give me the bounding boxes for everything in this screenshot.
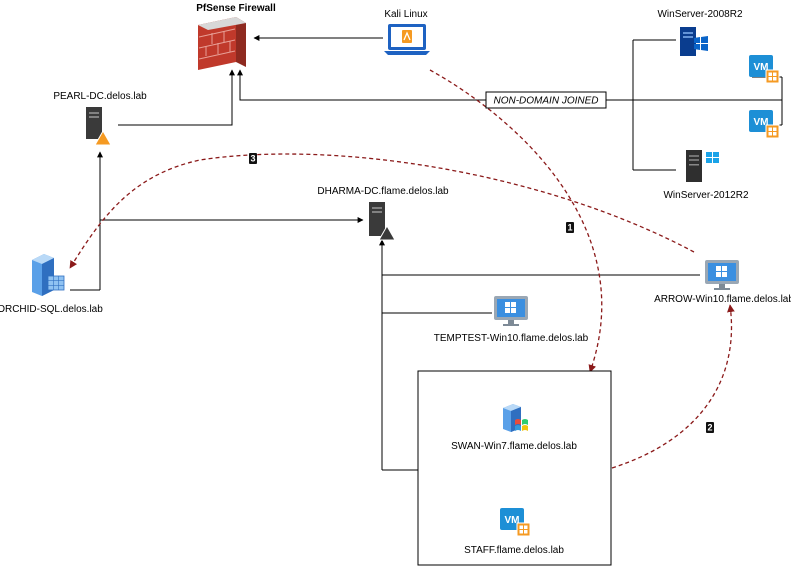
svg-text:3: 3: [250, 154, 255, 164]
windows-server-icon: [680, 27, 708, 56]
attack-path-2: [611, 304, 735, 469]
pearl-dc-label: PEARL-DC.delos.lab: [53, 91, 147, 102]
windows-monitor-icon: [494, 296, 528, 326]
swan-label: SWAN-Win7.flame.delos.lab: [451, 441, 577, 452]
win2012-node: WinServer-2012R2: [663, 150, 749, 201]
step-badge-2: 2: [706, 422, 714, 433]
svg-text:1: 1: [567, 223, 572, 233]
kali-node: Kali Linux: [384, 9, 430, 55]
firewall-label: PfSense Firewall: [196, 3, 276, 14]
domain-controller-icon: [369, 202, 396, 241]
kali-label: Kali Linux: [384, 9, 427, 20]
staff-node: VM STAFF.flame.delos.lab: [464, 508, 564, 556]
temptest-node: TEMPTEST-Win10.flame.delos.lab: [434, 296, 589, 344]
attack-paths: [69, 69, 735, 469]
windows-server-icon: [686, 150, 719, 182]
svg-text:NON-DOMAIN JOINED: NON-DOMAIN JOINED: [494, 96, 599, 107]
win2008-node: WinServer-2008R2: [657, 9, 743, 56]
vm-node-2: VM: [749, 110, 780, 139]
firewall-node: PfSense Firewall: [196, 3, 276, 70]
attack-path-1: [429, 69, 603, 373]
windows7-server-icon: [503, 404, 528, 432]
dharma-dc-node: DHARMA-DC.flame.delos.lab: [317, 186, 449, 241]
svg-text:VM: VM: [754, 62, 769, 73]
svg-text:VM: VM: [505, 515, 520, 526]
link-pearl-firewall: [118, 69, 235, 126]
orchid-sql-label: ORCHID-SQL.delos.lab: [0, 304, 103, 315]
vm-icon: VM: [500, 508, 531, 537]
domain-controller-icon: [86, 107, 112, 146]
win2008-label: WinServer-2008R2: [657, 9, 742, 20]
svg-text:2: 2: [707, 423, 712, 433]
target-group-box: SWAN-Win7.flame.delos.lab VM STAFF.flame…: [417, 370, 612, 566]
windows-monitor-icon: [705, 260, 739, 290]
svg-text:VM: VM: [754, 117, 769, 128]
laptop-icon: [384, 24, 430, 55]
step-badge-1: 1: [566, 222, 574, 233]
sql-server-icon: [32, 254, 65, 296]
attack-path-3: [69, 153, 695, 269]
firewall-icon: [198, 17, 246, 70]
arrow-label: ARROW-Win10.flame.delos.lab: [654, 294, 791, 305]
vm-node-1: VM: [749, 55, 780, 84]
vm-icon: VM: [749, 110, 780, 139]
pearl-dc-node: PEARL-DC.delos.lab: [53, 91, 147, 146]
swan-node: SWAN-Win7.flame.delos.lab: [451, 404, 577, 452]
arrow-node: ARROW-Win10.flame.delos.lab: [654, 260, 791, 305]
temptest-label: TEMPTEST-Win10.flame.delos.lab: [434, 333, 589, 344]
vm-icon: VM: [749, 55, 780, 84]
non-domain-joined-tag: NON-DOMAIN JOINED: [485, 91, 607, 109]
staff-label: STAFF.flame.delos.lab: [464, 545, 564, 556]
win2012-label: WinServer-2012R2: [663, 190, 748, 201]
step-badge-3: 3: [249, 153, 257, 164]
dharma-dc-label: DHARMA-DC.flame.delos.lab: [317, 186, 449, 197]
orchid-sql-node: ORCHID-SQL.delos.lab: [0, 254, 103, 315]
